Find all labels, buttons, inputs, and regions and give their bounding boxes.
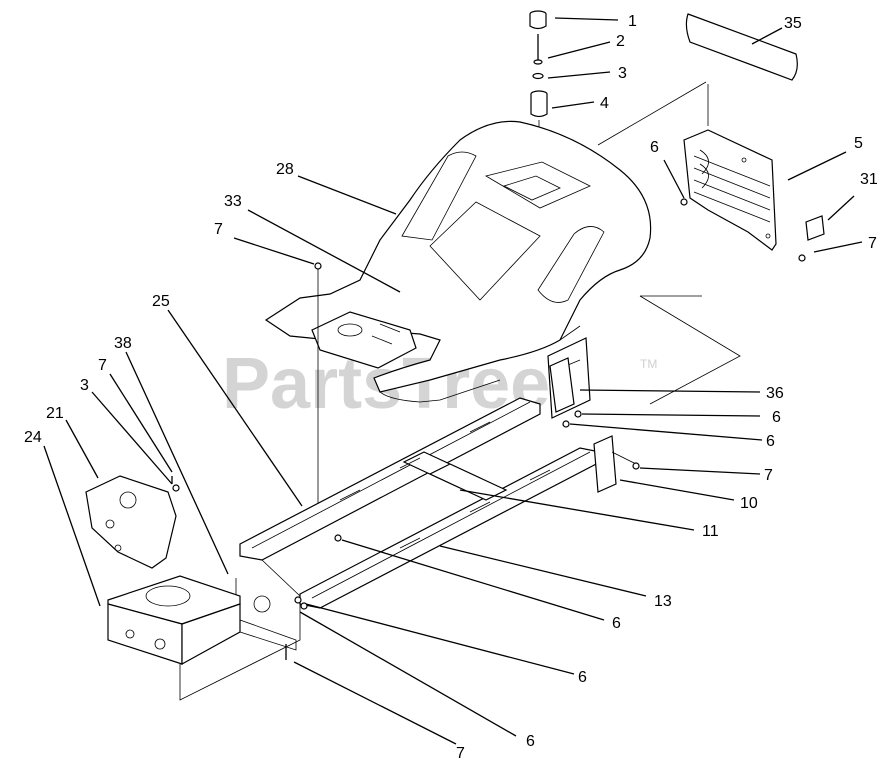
callout-28: 28: [276, 161, 294, 178]
part-lower-bracket: [593, 435, 637, 493]
part-rear-shield: [683, 129, 777, 251]
callout-7: 7: [868, 235, 877, 252]
callout-36: 36: [766, 385, 784, 402]
callout-3: 3: [618, 65, 627, 82]
callout-4: 4: [600, 95, 609, 112]
callout-5: 5: [854, 135, 863, 152]
part-screw-6a: [680, 198, 688, 206]
leader-lines: [43, 17, 863, 745]
hidden-outline-front: [639, 295, 741, 405]
leader-35-hidden: [597, 81, 707, 146]
callout-6: 6: [612, 615, 621, 632]
callout-38: 38: [114, 335, 132, 352]
callout-6: 6: [526, 733, 535, 750]
callout-7: 7: [98, 357, 107, 374]
part-rear-cover: [85, 475, 177, 569]
callout-6: 6: [766, 433, 775, 450]
part-screw-6b: [574, 410, 582, 418]
part-rear-plate: [107, 575, 297, 666]
callout-35: 35: [784, 15, 802, 32]
watermark-trademark: TM: [640, 357, 657, 371]
part-small-decal: [805, 215, 825, 241]
part-screw-6f: [334, 534, 342, 542]
part-screw-7c: [632, 462, 640, 470]
callout-11: 11: [702, 523, 719, 540]
callout-10: 10: [740, 495, 758, 512]
callout-6: 6: [578, 669, 587, 686]
part-decal: [685, 13, 798, 81]
callout-7: 7: [764, 467, 773, 484]
part-screw-6c: [562, 420, 570, 428]
callout-7: 7: [214, 221, 223, 238]
part-front-bracket: [549, 357, 575, 413]
callout-2: 2: [616, 33, 625, 50]
part-screw-7a: [798, 254, 806, 262]
part-washer-3b: [172, 484, 180, 492]
callout-13: 13: [654, 593, 672, 610]
callout-31: 31: [860, 171, 878, 188]
part-screw-7b: [314, 262, 322, 270]
callout-25: 25: [152, 293, 170, 310]
part-washer: [532, 72, 544, 80]
callout-6: 6: [772, 409, 781, 426]
part-screw-6e: [300, 602, 308, 610]
callout-21: 21: [46, 405, 64, 422]
callout-6: 6: [650, 139, 659, 156]
part-floor-plate: [311, 311, 417, 369]
callout-33: 33: [224, 193, 242, 210]
part-screw-6d: [294, 596, 302, 604]
callout-7: 7: [456, 745, 465, 762]
part-bolt: [533, 34, 543, 65]
callout-24: 24: [24, 429, 42, 446]
part-cap: [529, 10, 547, 30]
callout-3: 3: [80, 377, 89, 394]
callout-1: 1: [628, 13, 637, 30]
